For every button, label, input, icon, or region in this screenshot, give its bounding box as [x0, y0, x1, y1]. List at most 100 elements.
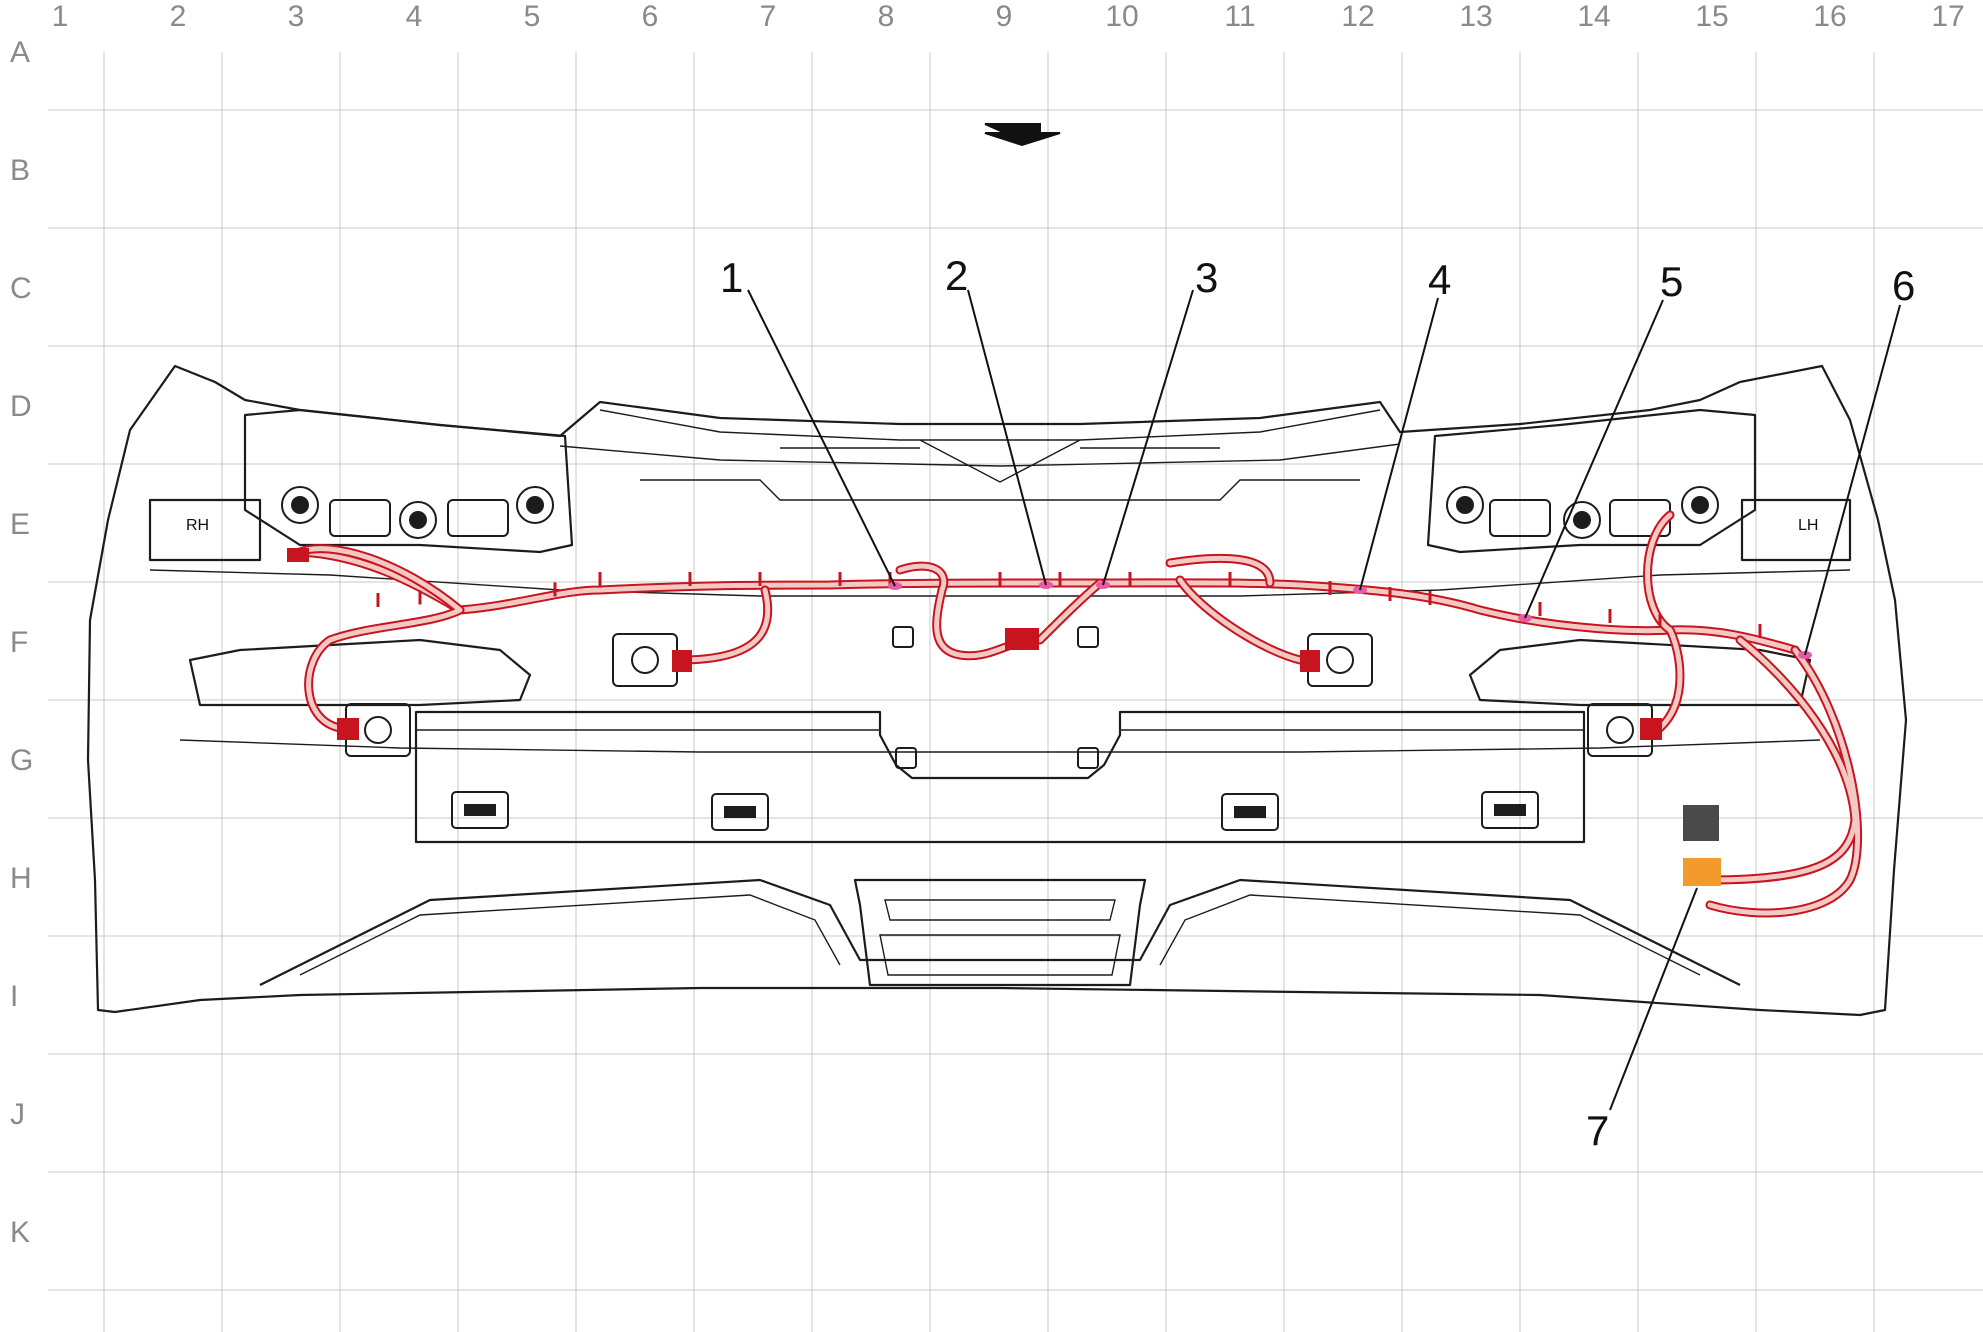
mount-bracket-lh — [1426, 408, 1757, 554]
mount-bracket-rh — [243, 408, 574, 554]
bracket-bolt — [281, 486, 319, 524]
harness-branch-upper-center-inner — [1167, 555, 1303, 663]
parking-sensor — [1326, 646, 1354, 674]
plate-clip-slot — [724, 806, 756, 818]
mount-hole — [1077, 626, 1099, 648]
center-trim-inner — [879, 899, 1121, 976]
grid-column-label: 10 — [1105, 0, 1138, 33]
bracket-bolt — [1681, 486, 1719, 524]
grid-row-label: H — [10, 862, 32, 895]
grid-row-label: E — [10, 508, 30, 541]
bracket-slot — [447, 499, 509, 537]
callout-label-6: 6 — [1892, 262, 1915, 309]
callout-label-1: 1 — [720, 254, 743, 301]
harness-clips — [376, 572, 1762, 638]
grid-row-label: I — [10, 980, 18, 1013]
bracket-bolt-center — [526, 496, 544, 514]
connector-rh-corner — [287, 548, 309, 562]
upper-fascia-ridge — [599, 409, 1381, 441]
grid-column-label: 17 — [1931, 0, 1964, 33]
harness-branch-lh-inner — [1645, 512, 1861, 916]
grid-column-label: 3 — [288, 0, 305, 33]
callout-line-4 — [1359, 297, 1439, 591]
plate-clip — [451, 791, 509, 829]
mount-hole — [1077, 747, 1099, 769]
plate-clip-slot — [1234, 806, 1266, 818]
callout-label-7: 7 — [1586, 1107, 1609, 1154]
connector-main-orange — [1683, 858, 1721, 886]
bracket-bolt-center — [409, 511, 427, 529]
connector-center-module — [1005, 628, 1039, 650]
grid-column-label: 2 — [170, 0, 187, 33]
grid-column-label: 6 — [642, 0, 659, 33]
side-tab-lh — [1740, 498, 1852, 562]
callout-line-1 — [747, 289, 896, 587]
plate-clip-slot — [464, 804, 496, 816]
connector-lh-sensor-inner — [1300, 650, 1320, 672]
grid-column-label: 12 — [1341, 0, 1374, 33]
callout-line-6 — [1804, 304, 1901, 656]
side-tab-rh — [148, 498, 262, 562]
mount-hole — [895, 747, 917, 769]
connector-rh-sensor-outer — [337, 718, 359, 740]
callout-line-7 — [1609, 887, 1698, 1111]
plate-clip — [711, 793, 769, 831]
connector-rh-sensor-inner — [672, 650, 692, 672]
center-trim-panel — [853, 878, 1147, 987]
harness-branch-rh-sensor-inner — [677, 587, 771, 663]
grid-column-label: 4 — [406, 0, 423, 33]
grid-column-label: 13 — [1459, 0, 1492, 33]
callout-label-5: 5 — [1660, 258, 1683, 305]
rh-label: RH — [186, 517, 209, 534]
grid-row-label: J — [10, 1098, 25, 1131]
parking-sensor — [631, 646, 659, 674]
parking-sensor — [364, 716, 392, 744]
plate-clip-slot — [1494, 804, 1526, 816]
harness-main-run-inner — [297, 549, 1798, 653]
mount-hole — [892, 626, 914, 648]
forward-arrow-icon — [984, 123, 1061, 147]
grid-column-label: 5 — [524, 0, 541, 33]
bracket-features — [281, 486, 1719, 539]
grid-column-label: 8 — [878, 0, 895, 33]
harness-branch-upper-center — [1165, 553, 1305, 665]
callout-label-2: 2 — [945, 252, 968, 299]
bracket-bolt-center — [1456, 496, 1474, 514]
reflector-pocket-lh — [1468, 638, 1812, 707]
bumper-outline — [86, 364, 1908, 1017]
grid-row-labels: ABCDEFGHIJKL — [10, 36, 33, 1249]
bracket-bolt-center — [1691, 496, 1709, 514]
recess-clips — [451, 626, 1539, 831]
lh-label: LH — [1798, 517, 1818, 534]
wire-harness — [287, 510, 1863, 918]
grid-column-label: 9 — [996, 0, 1013, 33]
plate-clip — [1221, 793, 1279, 831]
bracket-bolt — [1446, 486, 1484, 524]
callout-label-3: 3 — [1195, 254, 1218, 301]
parking-sensor — [1606, 716, 1634, 744]
harness-branch-rh-upper-inner — [297, 546, 463, 731]
grid-row-label: A — [10, 36, 30, 69]
callout-label-4: 4 — [1428, 256, 1451, 303]
center-v-notch — [780, 439, 1220, 483]
lower-diffuser — [259, 878, 1741, 986]
grid-row-label: F — [10, 626, 28, 659]
callouts: 1 2 3 4 5 6 7 — [720, 252, 1915, 1154]
upper-band — [640, 479, 1360, 501]
callout-line-2 — [967, 289, 1047, 586]
lower-diffuser-inner — [299, 894, 1701, 976]
grid-column-label: 16 — [1813, 0, 1846, 33]
harness-branch-rh-sensor — [675, 585, 773, 665]
connector-lh-sensor-outer — [1640, 718, 1662, 740]
bracket-bolt — [516, 486, 554, 524]
connector-main-black — [1683, 805, 1719, 841]
grid-column-label: 11 — [1224, 0, 1255, 33]
bracket-bolt — [1563, 501, 1601, 539]
body-seam-upper — [149, 569, 1851, 597]
grid-row-label: G — [10, 744, 33, 777]
plate-clip — [1481, 791, 1539, 829]
grid-lines — [48, 52, 1983, 1332]
reflector-pocket-rh — [188, 638, 532, 707]
